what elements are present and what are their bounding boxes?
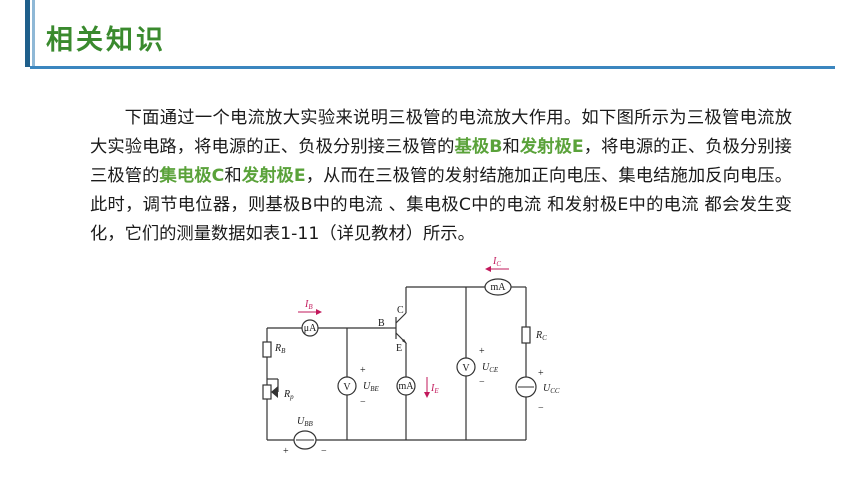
microammeter-icon: [301, 319, 319, 337]
text-segment: 和: [502, 137, 520, 157]
node-c-label: C: [397, 305, 404, 316]
text-segment: 下面通过一个电流放大实验来说明三极管的电流放大作用。如下图所示为三极管电流放大实…: [90, 108, 792, 157]
current-ie-label: IE: [430, 383, 439, 395]
text-segment: 和: [224, 166, 242, 186]
resistor-rc: [521, 326, 531, 344]
polarity-plus: +: [283, 446, 289, 457]
polarity-minus: −: [479, 377, 485, 388]
highlight-base-b: 基极B: [454, 137, 503, 157]
highlight-emitter-e-2: 发射极E: [241, 166, 306, 186]
polarity-minus: −: [321, 446, 327, 457]
text-segment: ，从而在三极管的发射结施加正向电压、集电结施加反向电压。此时，调节电位器，则基极…: [90, 166, 792, 244]
source-ubb-label: UBB: [297, 416, 314, 428]
milliammeter-ie-icon: [396, 376, 416, 396]
meter-v-left-label: V: [343, 382, 351, 393]
body-paragraph: 下面通过一个电流放大实验来说明三极管的电流放大作用。如下图所示为三极管电流放大实…: [90, 104, 792, 249]
meter-ua-label: μA: [304, 323, 317, 334]
current-ib-label: IB: [304, 299, 313, 311]
current-ic-label: IC: [492, 256, 501, 268]
accent-bar-light: [32, 0, 35, 67]
voltmeter-uce-icon: [456, 357, 476, 377]
title-underline: [30, 66, 835, 69]
highlight-collector-c: 集电极C: [159, 166, 225, 186]
accent-bar: [25, 0, 30, 67]
page-title: 相关知识: [46, 25, 166, 56]
polarity-minus: −: [538, 403, 544, 414]
polarity-plus: +: [479, 346, 485, 357]
polarity-plus: +: [538, 368, 544, 379]
resistor-rb-label: RB: [274, 343, 286, 355]
text-segment: ，将电源的正、负极分别接三极管的: [90, 137, 792, 186]
voltage-ube-label: UBE: [363, 381, 380, 393]
highlight-emitter-e: 发射极E: [519, 137, 584, 157]
resistor-rb: [262, 341, 272, 358]
node-b-label: B: [378, 318, 385, 329]
resistor-rc-label: RC: [535, 330, 547, 342]
voltage-uce-label: UCE: [482, 362, 499, 374]
voltmeter-ube-icon: [337, 376, 357, 396]
circuit-diagram: μA mA mA V V B C E IB IC IE RB Rp RC UBB…: [262, 256, 560, 457]
polarity-minus: −: [360, 397, 366, 408]
polarity-plus: +: [360, 365, 366, 376]
node-e-label: E: [396, 343, 402, 354]
milliammeter-ic-icon: [484, 278, 512, 296]
meter-ma-mid-label: mA: [399, 381, 415, 392]
resistor-rp: [262, 384, 272, 400]
meter-ma-top-label: mA: [491, 282, 507, 293]
source-ucc-label: UCC: [543, 383, 560, 395]
meter-v-right-label: V: [462, 363, 470, 374]
resistor-rp-label: Rp: [283, 389, 294, 401]
